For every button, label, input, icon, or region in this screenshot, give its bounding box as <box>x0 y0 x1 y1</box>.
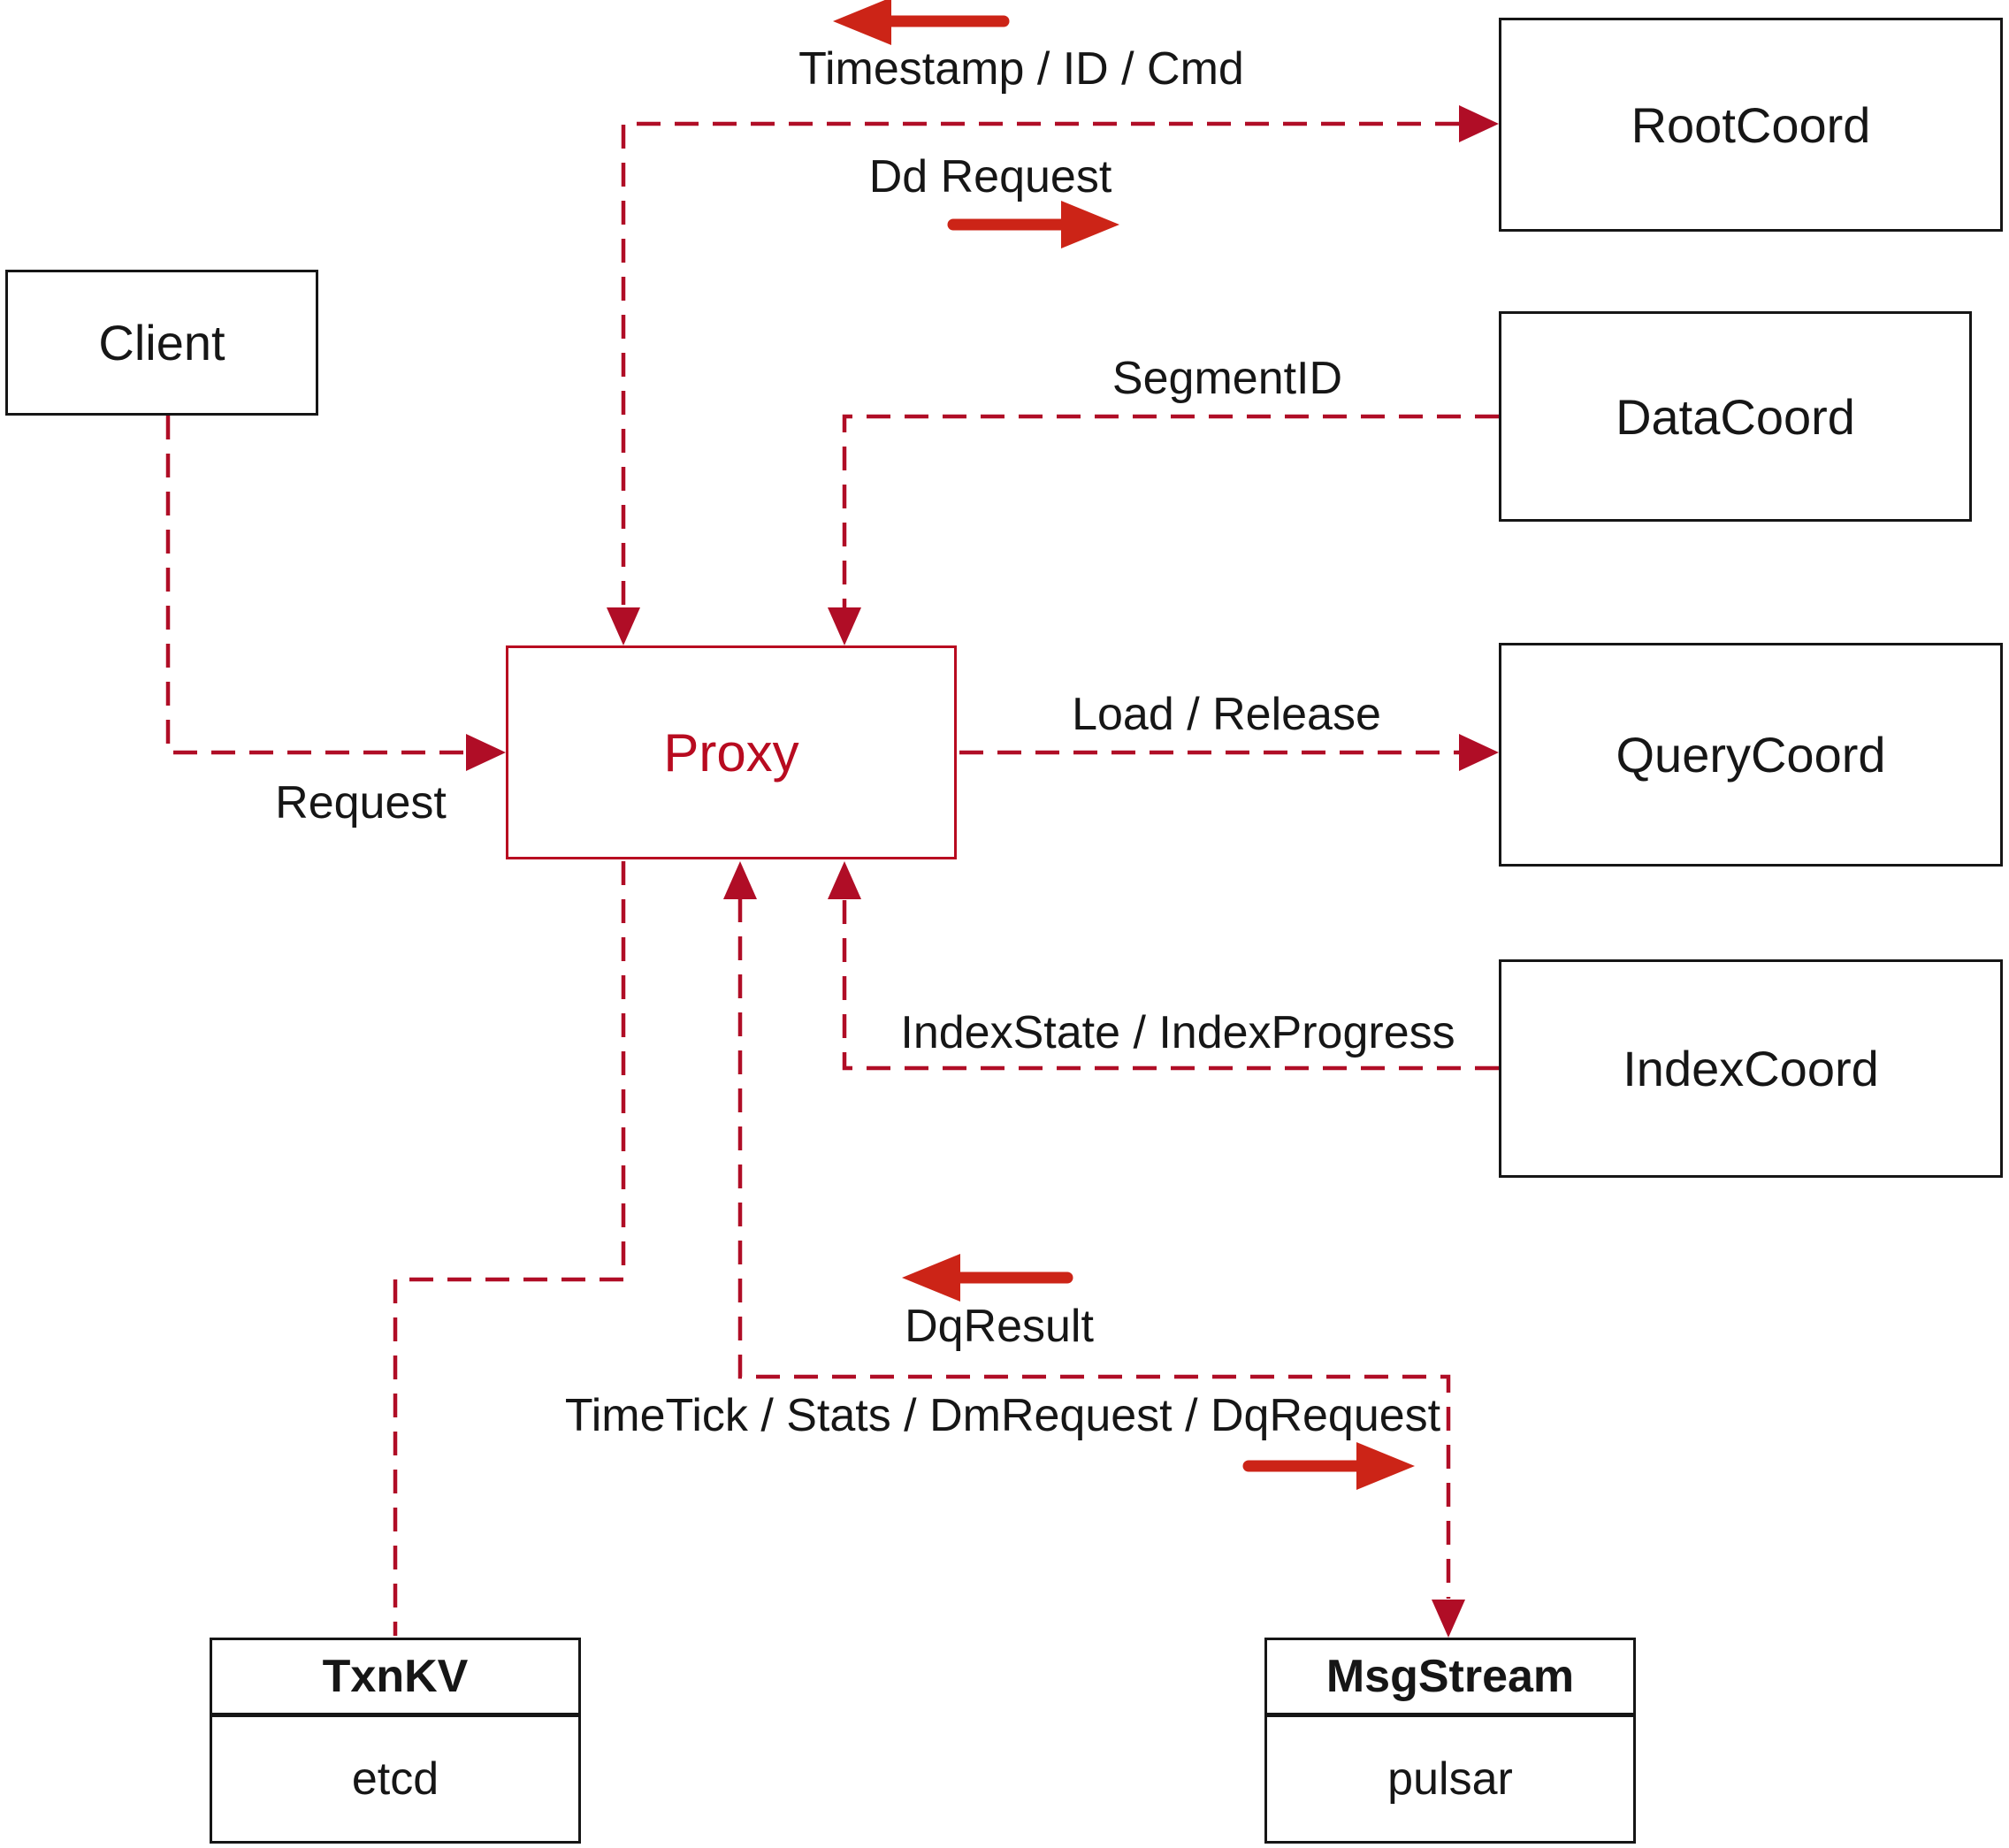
node-proxy-label: Proxy <box>663 722 799 783</box>
node-indexcoord: IndexCoord <box>1499 959 2003 1178</box>
arrowhead-into-proxy-bottom-left <box>723 861 757 899</box>
edge-label-segmentid: SegmentID <box>1111 353 1343 404</box>
node-msgstream-subtitle: pulsar <box>1387 1753 1513 1805</box>
node-client: Client <box>5 270 318 416</box>
edge-datacoord-proxy-line <box>842 414 1499 608</box>
node-querycoord: QueryCoord <box>1499 643 2003 867</box>
edge-label-indexstate-indexprogress: IndexState / IndexProgress <box>900 1007 1455 1058</box>
arrowhead-into-proxy-top-left <box>607 607 640 645</box>
node-datacoord: DataCoord <box>1499 311 1972 522</box>
edge-label-dd-request: Dd Request <box>868 151 1112 202</box>
edge-indexcoord-proxy-line <box>842 898 1499 1071</box>
edge-label-request: Request <box>275 777 447 829</box>
left-arrow-timestamp-head <box>833 0 891 45</box>
arrowhead-into-proxy-left <box>466 734 506 771</box>
arrowhead-into-msgstream <box>1432 1600 1465 1638</box>
arrowhead-into-querycoord <box>1459 734 1499 771</box>
node-indexcoord-label: IndexCoord <box>1623 1041 1879 1096</box>
arrowhead-into-rootcoord <box>1459 105 1499 142</box>
edge-proxy-msgstream-line <box>737 898 1451 1599</box>
edge-label-timestamp-id-cmd: Timestamp / ID / Cmd <box>798 43 1244 95</box>
node-rootcoord-label: RootCoord <box>1631 96 1871 153</box>
node-rootcoord: RootCoord <box>1499 18 2003 232</box>
edge-client-proxy-line <box>165 416 466 755</box>
left-arrow-dqresult-head <box>902 1254 960 1302</box>
node-txnkv-subtitle: etcd <box>351 1753 439 1805</box>
node-msgstream: MsgStream pulsar <box>1264 1638 1636 1844</box>
edge-proxy-rootcoord-line <box>621 121 1459 608</box>
edge-label-dqresult: DqResult <box>905 1301 1094 1352</box>
right-arrow-timetick-head <box>1356 1442 1415 1490</box>
edge-label-timetick-stats-dmrequest-dqrequest: TimeTick / Stats / DmRequest / DqRequest <box>564 1390 1441 1441</box>
node-datacoord-label: DataCoord <box>1616 388 1855 445</box>
arrowhead-into-proxy-bottom-right <box>828 861 861 899</box>
arrowhead-into-proxy-top-right <box>828 607 861 645</box>
node-querycoord-label: QueryCoord <box>1616 727 1886 783</box>
right-arrow-dd-request-head <box>1061 201 1119 248</box>
node-proxy: Proxy <box>506 645 957 859</box>
node-client-label: Client <box>98 315 225 370</box>
edge-label-load-release: Load / Release <box>1072 689 1381 740</box>
node-txnkv: TxnKV etcd <box>210 1638 581 1844</box>
node-txnkv-title: TxnKV <box>212 1640 578 1717</box>
edge-proxy-txnkv-line <box>393 861 626 1636</box>
node-msgstream-title: MsgStream <box>1267 1640 1633 1717</box>
